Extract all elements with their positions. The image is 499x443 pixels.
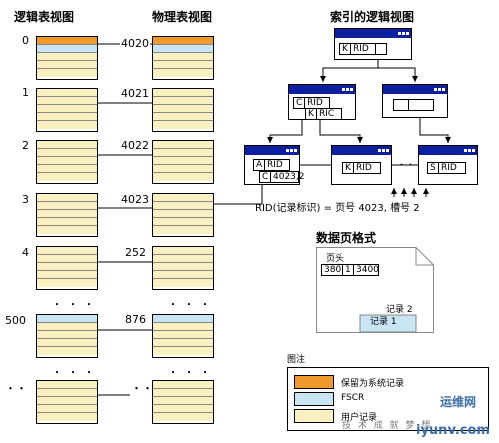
- row-number: 3: [22, 193, 29, 206]
- physical-page-876: [152, 314, 214, 358]
- page-ellipsis: ・・・: [168, 300, 216, 311]
- physical-page-number: 4020: [120, 37, 150, 50]
- physical-page-number: 876: [124, 313, 147, 326]
- data-page-format-title: 数据页格式: [316, 231, 377, 245]
- physical-table-view-title: 物理表视图: [152, 10, 213, 24]
- index-key-cell: S: [427, 162, 439, 174]
- index-rid-cell: RID: [438, 162, 466, 174]
- legend-title: 图注: [287, 355, 306, 365]
- record-2-label: 记录 2: [386, 305, 413, 315]
- page-ellipsis: ・・・: [168, 368, 216, 379]
- index-empty-cell: [393, 99, 409, 111]
- physical-page-252: [152, 246, 214, 290]
- index-pointer-cell: [375, 43, 387, 55]
- physical-page-4022: [152, 140, 214, 184]
- row-number: 0: [22, 34, 29, 47]
- legend-label: FSCR: [341, 393, 365, 403]
- physical-page-ellipsis: ・・: [130, 380, 154, 396]
- record-1-label: 记录 1: [370, 317, 397, 327]
- index-rid-cell: RID: [353, 162, 381, 174]
- legend-swatch-fscr: [294, 392, 334, 406]
- physical-page-number: 4022: [120, 139, 150, 152]
- logical-page-2: [36, 140, 98, 184]
- physical-page-4020: [152, 36, 214, 80]
- data-page-header-label: 页头: [326, 254, 345, 264]
- physical-page-number: 4023: [120, 193, 150, 206]
- watermark-slogan: 技 术 成 就 梦 想: [342, 421, 433, 431]
- index-leaf-page: K RID: [331, 145, 392, 185]
- legend-label: 保留为系统记录: [341, 379, 405, 389]
- logical-page-3: [36, 193, 98, 237]
- logical-page-last: [36, 380, 98, 424]
- logical-page-500: [36, 314, 98, 358]
- row-number: 4: [22, 246, 29, 259]
- index-leaf-page: S RID: [418, 145, 478, 185]
- index-key-cell: A: [253, 159, 266, 171]
- logical-page-0: [36, 36, 98, 80]
- legend-swatch-system: [294, 375, 334, 389]
- legend-label: 用户记录: [341, 413, 378, 423]
- page-ellipsis: ・・・: [52, 368, 100, 379]
- index-rid-value-cell: 4023,2: [270, 171, 305, 183]
- index-rid-cell: RID: [350, 43, 376, 55]
- physical-page-number: 252: [124, 246, 147, 259]
- rid-description: RID(记录标识) = 页号 4023, 槽号 2: [255, 203, 420, 214]
- index-root-page: K RID: [334, 28, 412, 60]
- physical-page-last: [152, 380, 214, 424]
- row-number-ellipsis: ・・: [5, 382, 27, 395]
- index-empty-cell: [408, 99, 434, 111]
- physical-page-4021: [152, 88, 214, 132]
- index-leaf-page: A RID C 4023,2: [244, 145, 305, 185]
- physical-page-4023: [152, 193, 214, 237]
- logical-page-4: [36, 246, 98, 290]
- leaf-ellipsis: ・・: [397, 161, 416, 171]
- data-page-header-cell: 380: [321, 264, 343, 276]
- data-page-header-cell: 3400: [353, 264, 379, 276]
- physical-page-number: 4021: [120, 87, 150, 100]
- index-intermediate-page: C RID K RIC: [288, 84, 356, 120]
- index-rid-cell: RIC: [316, 108, 342, 120]
- row-number: 2: [22, 139, 29, 152]
- watermark-url: iyunv.com: [416, 423, 490, 438]
- logical-page-1: [36, 88, 98, 132]
- index-intermediate-page: [382, 84, 448, 118]
- index-logical-view-title: 索引的逻辑视图: [330, 10, 415, 24]
- watermark-name: 运维网: [440, 395, 477, 409]
- logical-table-view-title: 逻辑表视图: [14, 10, 75, 24]
- row-number: 500: [5, 314, 26, 327]
- legend-swatch-user: [294, 409, 334, 423]
- page-ellipsis: ・・・: [52, 300, 100, 311]
- index-rid-cell: RID: [264, 159, 290, 171]
- row-number: 1: [22, 86, 29, 99]
